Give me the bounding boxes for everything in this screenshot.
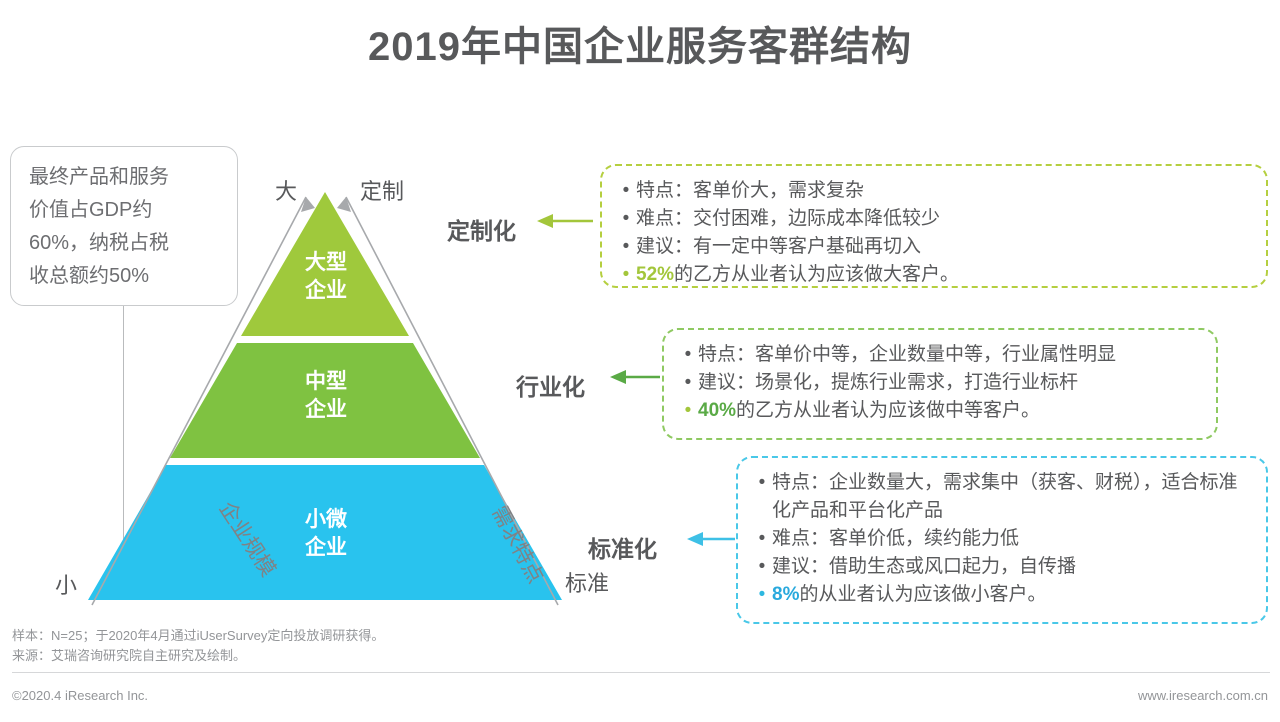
axis-endpoint-big: 大	[275, 179, 298, 204]
copyright-text: ©2020.4 iResearch Inc.	[12, 688, 149, 703]
bullet-text: 特点：客单价中等，企业数量中等，行业属性明显	[698, 344, 1117, 365]
pyramid-label-large: 大型 企业	[266, 249, 386, 305]
callout-line: 收总额约50%	[29, 265, 150, 287]
callout-line: 最终产品和服务	[29, 166, 169, 188]
bullet-dot-icon: •	[622, 236, 630, 257]
bullet-text: 建议：借助生态或风口起力，自传播	[772, 556, 1077, 577]
pyramid-label-small: 小微 企业	[266, 506, 386, 562]
bullet-item: • 建议：有一定中等客户基础再切入	[616, 233, 1248, 261]
note-line: 样本：N=25；于2020年4月通过iUserSurvey定向投放调研获得。	[12, 628, 385, 643]
gdp-contribution-callout: 最终产品和服务 价值占GDP约 60%，纳税占税 收总额约50%	[10, 146, 238, 306]
tier-label-line: 大型	[305, 251, 347, 274]
pyramid-label-medium: 中型 企业	[266, 368, 386, 424]
bullet-text: 难点：客单价低，续约能力低	[772, 528, 1020, 549]
bullet-dot-icon: •	[622, 264, 630, 285]
callout-connector-vertical	[123, 306, 125, 541]
website-link[interactable]: www.iresearch.com.cn	[1137, 688, 1268, 703]
bullet-item: • 建议：场景化，提炼行业需求，打造行业标杆	[678, 369, 1198, 397]
tier-label-line: 小微	[305, 508, 347, 531]
detail-box-customized: • 特点：客单价大，需求复杂 • 难点：交付困难，边际成本降低较少 • 建议：有一定中等客…	[600, 164, 1268, 288]
detail-box-standard: • 特点：企业数量大，需求集中（获客、财税），适合标准化产品和平台化产品 • 难点：客…	[736, 456, 1268, 624]
axis-line-left	[91, 196, 307, 606]
pyramid-tier-large	[241, 192, 409, 336]
pyramid-tier-small	[88, 465, 562, 600]
category-label-customized: 定制化	[447, 218, 516, 244]
pyramid-diagram: 企业规模 需求特点	[80, 175, 580, 606]
page-title: 2019年中国企业服务客群结构	[368, 25, 912, 69]
bullet-item: • 特点：客单价大，需求复杂	[616, 177, 1248, 205]
bullet-item: • 52%的乙方从业者认为应该做大客户。	[616, 261, 1248, 289]
bullet-dot-icon: •	[622, 180, 630, 201]
axis-endpoint-small: 小	[55, 573, 78, 598]
bullet-item: • 特点：客单价中等，企业数量中等，行业属性明显	[678, 341, 1198, 369]
tier-label-line: 企业	[305, 398, 347, 421]
callout-line: 价值占GDP约	[29, 199, 153, 221]
bullet-item: • 40%的乙方从业者认为应该做中等客户。	[678, 397, 1198, 425]
bullet-text: 建议：有一定中等客户基础再切入	[636, 236, 922, 257]
bullet-dot-icon: •	[622, 208, 630, 229]
bullet-item: • 8%的从业者认为应该做小客户。	[752, 581, 1248, 609]
detail-box-industry: • 特点：客单价中等，企业数量中等，行业属性明显 • 建议：场景化，提炼行业需求，打造…	[662, 328, 1218, 440]
bullet-dot-icon: •	[758, 528, 766, 549]
bullet-dot-icon: •	[684, 344, 692, 365]
source-notes: 样本：N=25；于2020年4月通过iUserSurvey定向投放调研获得。 来…	[12, 626, 384, 666]
bullet-text: 特点：客单价大，需求复杂	[636, 180, 865, 201]
bullet-text: 难点：交付困难，边际成本降低较少	[636, 208, 941, 229]
pyramid-tier-medium	[170, 343, 480, 458]
footer-divider	[12, 672, 1270, 673]
bullet-item: • 特点：企业数量大，需求集中（获客、财税），适合标准化产品和平台化产品	[752, 469, 1248, 525]
arrow-icon-standard	[685, 530, 739, 548]
bullet-text: 特点：企业数量大，需求集中（获客、财税），适合标准化产品和平台化产品	[772, 472, 1238, 521]
bullet-text: 建议：场景化，提炼行业需求，打造行业标杆	[698, 372, 1079, 393]
arrow-icon-industry	[608, 368, 664, 386]
bullet-dot-icon: •	[758, 584, 766, 605]
arrow-icon-customized	[535, 212, 597, 230]
axis-arrowhead-right	[337, 197, 351, 212]
bullet-dot-icon: •	[758, 556, 766, 577]
category-label-standard: 标准化	[588, 536, 657, 562]
axis-line-right	[345, 196, 559, 606]
bullet-dot-icon: •	[758, 472, 766, 493]
tier-label-line: 企业	[305, 536, 347, 559]
bullet-text: 8%的从业者认为应该做小客户。	[772, 584, 1047, 605]
tier-label-line: 企业	[305, 279, 347, 302]
bullet-dot-icon: •	[684, 372, 692, 393]
bullet-item: • 难点：客单价低，续约能力低	[752, 525, 1248, 553]
axis-endpoint-custom: 定制	[360, 179, 405, 204]
bullet-dot-icon: •	[684, 400, 692, 421]
category-label-industry: 行业化	[516, 374, 585, 400]
note-line: 来源：艾瑞咨询研究院自主研究及绘制。	[12, 648, 247, 663]
bullet-text: 52%的乙方从业者认为应该做大客户。	[636, 264, 960, 285]
bullet-item: • 建议：借助生态或风口起力，自传播	[752, 553, 1248, 581]
bullet-item: • 难点：交付困难，边际成本降低较少	[616, 205, 1248, 233]
pyramid-shapes	[88, 192, 562, 606]
axis-endpoint-standard: 标准	[565, 571, 610, 596]
bullet-text: 40%的乙方从业者认为应该做中等客户。	[698, 400, 1041, 421]
axis-arrowhead-left	[301, 197, 315, 212]
callout-line: 60%，纳税占税	[29, 232, 170, 254]
tier-label-line: 中型	[305, 370, 347, 393]
